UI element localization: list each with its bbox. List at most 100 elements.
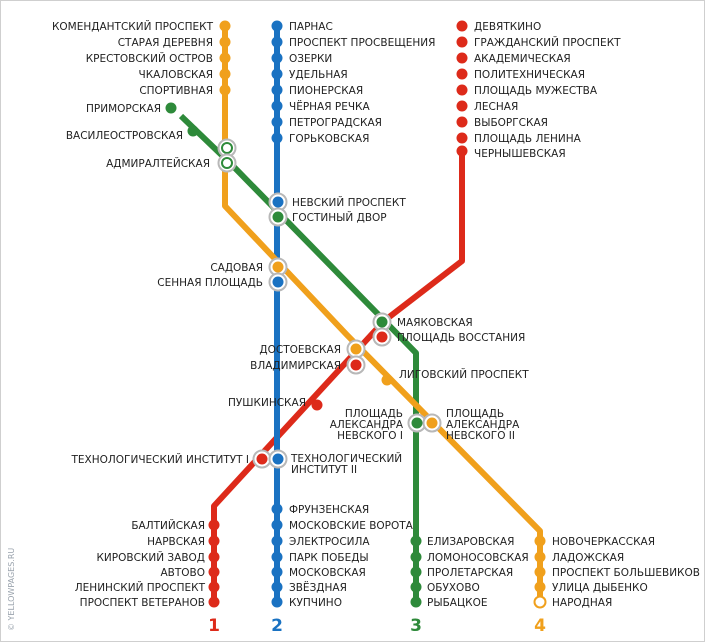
station-dot[interactable]: [410, 596, 422, 608]
transfer-station-dot[interactable]: [272, 261, 284, 273]
transfer-station-dot[interactable]: [272, 276, 284, 288]
station-dot[interactable]: [456, 20, 468, 32]
station-label[interactable]: КИРОВСКИЙ ЗАВОД: [96, 551, 205, 564]
station-label[interactable]: РЫБАЦКОЕ: [427, 597, 488, 609]
station-dot[interactable]: [271, 52, 283, 64]
station-dot[interactable]: [311, 399, 323, 411]
station-label[interactable]: ПРОСПЕКТ БОЛЬШЕВИКОВ: [552, 567, 700, 579]
station-dot[interactable]: [456, 68, 468, 80]
station-label[interactable]: ВАСИЛЕОСТРОВСКАЯ: [66, 130, 183, 142]
station-label[interactable]: ГОСТИНЫЙ ДВОР: [292, 211, 387, 224]
station-dot[interactable]: [534, 551, 546, 563]
station-dot[interactable]: [456, 36, 468, 48]
transfer-station-dot[interactable]: [256, 453, 268, 465]
station-label[interactable]: ТЕХНОЛОГИЧЕСКИЙ: [290, 452, 402, 465]
station-dot[interactable]: [219, 20, 231, 32]
transfer-station-dot[interactable]: [272, 196, 284, 208]
station-dot[interactable]: [271, 20, 283, 32]
station-label[interactable]: ЗВЁЗДНАЯ: [289, 581, 347, 594]
station-label[interactable]: МОСКОВСКИЕ ВОРОТА: [289, 520, 414, 532]
station-label[interactable]: ОБУХОВО: [427, 582, 480, 594]
station-label[interactable]: ЧЕРНЫШЕВСКАЯ: [474, 148, 566, 160]
station-label[interactable]: СТАРАЯ ДЕРЕВНЯ: [118, 37, 213, 49]
station-dot[interactable]: [410, 551, 422, 563]
station-label[interactable]: АКАДЕМИЧЕСКАЯ: [474, 53, 571, 65]
station-dot[interactable]: [456, 132, 468, 144]
station-label[interactable]: ПРОСПЕКТ ВЕТЕРАНОВ: [80, 597, 205, 609]
station-label[interactable]: ПОЛИТЕХНИЧЕСКАЯ: [474, 69, 585, 81]
station-dot[interactable]: [271, 68, 283, 80]
station-label[interactable]: СЕННАЯ ПЛОЩАДЬ: [157, 277, 263, 289]
station-label[interactable]: ПУШКИНСКАЯ: [228, 397, 306, 409]
station-label[interactable]: АЛЕКСАНДРА: [330, 419, 404, 431]
station-dot[interactable]: [271, 535, 283, 547]
station-dot[interactable]: [410, 566, 422, 578]
transfer-station-dot[interactable]: [376, 331, 388, 343]
station-label[interactable]: ПИОНЕРСКАЯ: [289, 85, 363, 97]
station-label[interactable]: ИНСТИТУТ II: [291, 464, 357, 476]
station-label[interactable]: ДОСТОЕВСКАЯ: [259, 344, 341, 356]
station-dot[interactable]: [381, 374, 393, 386]
station-label[interactable]: ПЛОЩАДЬ: [345, 408, 403, 420]
station-label[interactable]: ПЛОЩАДЬ МУЖЕСТВА: [474, 85, 598, 97]
station-label[interactable]: ПЛОЩАДЬ ВОССТАНИЯ: [397, 332, 525, 344]
transfer-station-dot[interactable]: [272, 453, 284, 465]
station-dot[interactable]: [187, 125, 199, 137]
station-label[interactable]: ГРАЖДАНСКИЙ ПРОСПЕКТ: [474, 36, 621, 49]
station-dot[interactable]: [410, 581, 422, 593]
station-dot[interactable]: [534, 566, 546, 578]
station-label[interactable]: ПРОЛЕТАРСКАЯ: [427, 567, 513, 579]
station-dot[interactable]: [208, 596, 220, 608]
transfer-station-dot[interactable]: [426, 417, 438, 429]
transfer-station-dot[interactable]: [221, 157, 233, 169]
station-dot[interactable]: [271, 566, 283, 578]
station-label[interactable]: ВЛАДИМИРСКАЯ: [250, 360, 341, 372]
station-dot[interactable]: [219, 52, 231, 64]
station-label[interactable]: БАЛТИЙСКАЯ: [131, 519, 205, 532]
station-dot[interactable]: [456, 116, 468, 128]
station-dot[interactable]: [219, 36, 231, 48]
station-label[interactable]: ПЛОЩАДЬ ЛЕНИНА: [474, 133, 582, 145]
station-label[interactable]: СПОРТИВНАЯ: [139, 85, 213, 97]
station-dot[interactable]: [271, 503, 283, 515]
station-dot[interactable]: [271, 84, 283, 96]
station-label[interactable]: УЛИЦА ДЫБЕНКО: [552, 582, 648, 594]
station-dot[interactable]: [271, 581, 283, 593]
transfer-station-dot[interactable]: [376, 316, 388, 328]
station-dot[interactable]: [208, 551, 220, 563]
station-dot[interactable]: [271, 596, 283, 608]
station-label[interactable]: ЭЛЕКТРОСИЛА: [289, 536, 370, 548]
station-dot[interactable]: [271, 519, 283, 531]
station-label[interactable]: ЧКАЛОВСКАЯ: [139, 69, 213, 81]
station-label[interactable]: ЧЁРНАЯ РЕЧКА: [289, 100, 370, 113]
station-label[interactable]: ЛЕСНАЯ: [474, 101, 518, 113]
transfer-station-dot[interactable]: [272, 211, 284, 223]
station-label[interactable]: НАРОДНАЯ: [552, 597, 612, 609]
station-label[interactable]: МОСКОВСКАЯ: [289, 567, 366, 579]
station-label[interactable]: НЕВСКОГО II: [446, 430, 515, 442]
station-label[interactable]: ЕЛИЗАРОВСКАЯ: [427, 536, 514, 548]
station-label[interactable]: НАРВСКАЯ: [147, 536, 205, 548]
station-label[interactable]: ПАРНАС: [289, 21, 333, 33]
station-dot[interactable]: [208, 566, 220, 578]
station-dot[interactable]: [456, 52, 468, 64]
station-label[interactable]: НОВОЧЕРКАССКАЯ: [552, 536, 655, 548]
station-label[interactable]: КОМЕНДАНТСКИЙ ПРОСПЕКТ: [52, 20, 214, 33]
station-label[interactable]: АЛЕКСАНДРА: [446, 419, 520, 431]
station-dot[interactable]: [534, 581, 546, 593]
station-label[interactable]: ТЕХНОЛОГИЧЕСКИЙ ИНСТИТУТ I: [71, 453, 250, 466]
station-label[interactable]: ЛОМОНОСОВСКАЯ: [427, 552, 529, 564]
transfer-station-dot[interactable]: [350, 343, 362, 355]
station-label[interactable]: АВТОВО: [160, 567, 205, 579]
station-label[interactable]: МАЯКОВСКАЯ: [397, 317, 473, 329]
station-label[interactable]: КРЕСТОВСКИЙ ОСТРОВ: [86, 52, 213, 65]
station-label[interactable]: ПЕТРОГРАДСКАЯ: [289, 117, 382, 129]
station-label[interactable]: НЕВСКОГО I: [337, 430, 403, 442]
transfer-station-dot[interactable]: [221, 142, 233, 154]
station-label[interactable]: АДМИРАЛТЕЙСКАЯ: [106, 157, 210, 170]
station-label[interactable]: ФРУНЗЕНСКАЯ: [289, 504, 369, 516]
station-dot[interactable]: [165, 102, 177, 114]
station-label[interactable]: САДОВАЯ: [210, 262, 263, 274]
transfer-station-dot[interactable]: [411, 417, 423, 429]
station-dot[interactable]: [271, 116, 283, 128]
